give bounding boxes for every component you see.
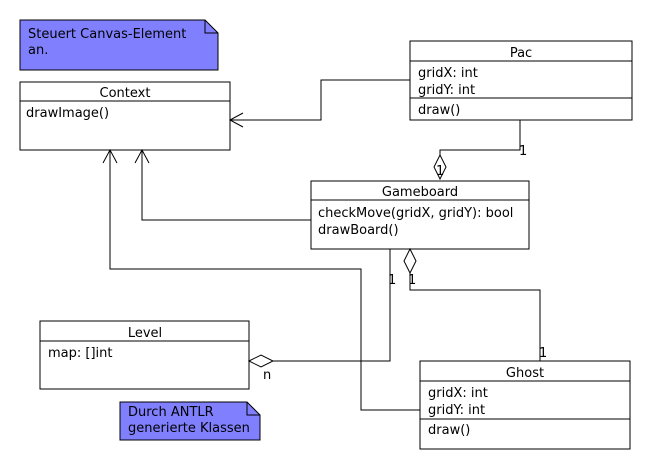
multiplicity-level: n [263, 368, 271, 383]
class-pac-name: Pac [510, 46, 532, 61]
multiplicity-gameboard-ghost: 1 [408, 273, 416, 288]
class-pac-attribute: gridY: int [418, 83, 475, 98]
class-context-method: drawImage() [26, 106, 109, 121]
multiplicity-pac-gameboard: 1 [436, 164, 444, 179]
class-ghost-method: draw() [428, 423, 470, 438]
ghost-to-context-connector [102, 148, 420, 411]
note-canvas-line2: an. [28, 43, 48, 58]
note-antlr-line1: Durch ANTLR [128, 405, 214, 420]
class-pac-method: draw() [418, 103, 460, 118]
note-canvas-line1: Steuert Canvas-Element [28, 27, 186, 42]
multiplicity-pac: 1 [519, 144, 527, 159]
level-gameboard-aggregation: 1 n [247, 249, 396, 383]
class-gameboard-method: drawBoard() [318, 223, 399, 238]
note-antlr-line2: generierte Klassen [128, 421, 250, 436]
class-ghost-name: Ghost [506, 366, 544, 381]
class-level[interactable]: Level map: []int [39, 320, 250, 390]
class-pac[interactable]: Pac gridX: int gridY: int draw() [409, 40, 633, 121]
gameboard-to-context-connector [134, 148, 311, 221]
class-gameboard-name: Gameboard [382, 185, 458, 200]
class-level-attribute: map: []int [48, 346, 113, 361]
gameboard-pac-aggregation: 1 1 [433, 120, 527, 181]
class-ghost[interactable]: Ghost gridX: int gridY: int draw() [419, 360, 631, 450]
note-canvas: Steuert Canvas-Element an. [19, 19, 219, 71]
class-pac-attribute: gridX: int [418, 66, 478, 81]
multiplicity-gameboard-level: 1 [388, 273, 396, 288]
class-ghost-attribute: gridX: int [428, 386, 488, 401]
class-gameboard-method: checkMove(gridX, gridY): bool [318, 206, 513, 221]
note-antlr: Durch ANTLR generierte Klassen [119, 401, 261, 441]
gameboard-ghost-aggregation: 1 1 [403, 247, 547, 361]
class-level-name: Level [128, 326, 162, 341]
class-gameboard[interactable]: Gameboard checkMove(gridX, gridY): bool … [310, 180, 530, 250]
class-ghost-attribute: gridY: int [428, 403, 485, 418]
class-context-name: Context [100, 86, 151, 101]
multiplicity-ghost: 1 [539, 346, 547, 361]
pac-to-context-connector [228, 79, 410, 128]
class-context[interactable]: Context drawImage() [19, 81, 231, 151]
